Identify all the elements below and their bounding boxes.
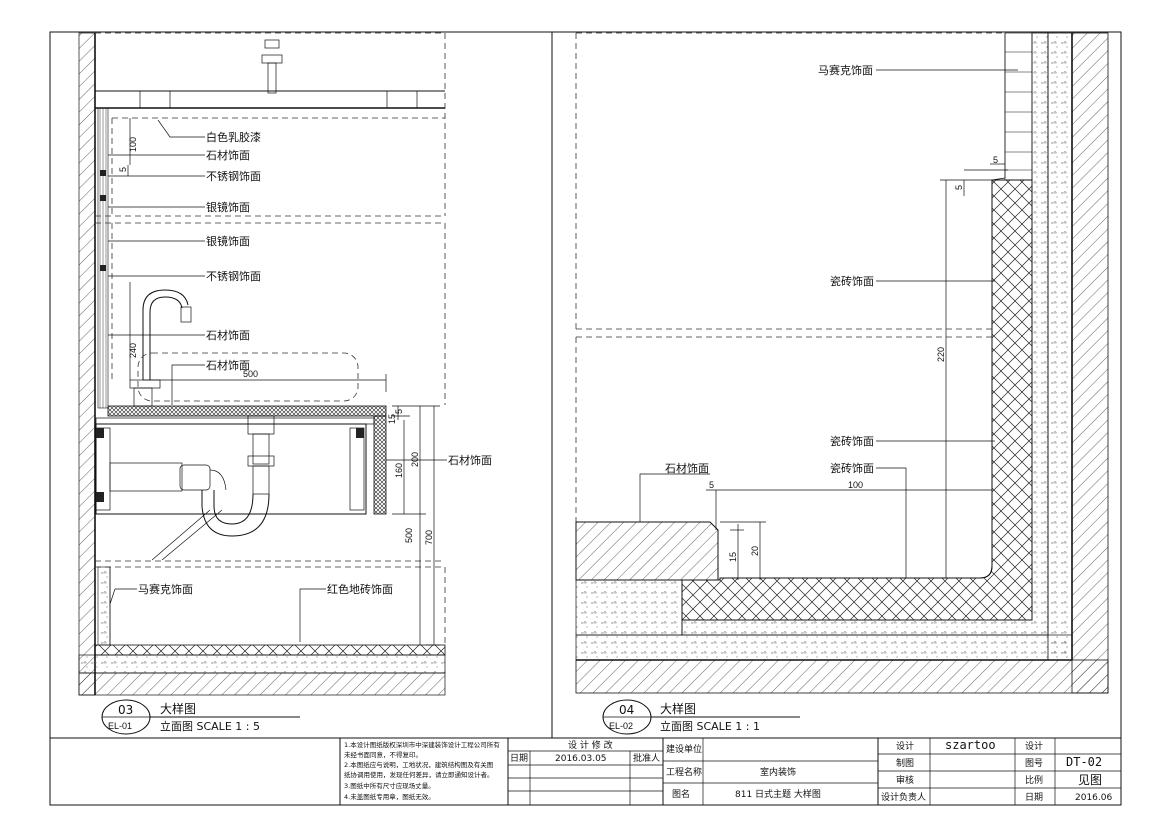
dim-200: 200 bbox=[410, 452, 420, 467]
right-detail-scale: 立面图 SCALE 1 : 1 bbox=[660, 719, 760, 733]
label-mosaic-finish-r: 马赛克饰面 bbox=[818, 63, 873, 77]
dim-160: 160 bbox=[394, 463, 404, 478]
label-silver-mirror-1: 银镜饰面 bbox=[206, 200, 250, 214]
right-leader-lines bbox=[639, 69, 1018, 580]
scale-value: 见图 bbox=[1078, 773, 1102, 787]
title-block: 1.本设计图纸版权深圳市中深建装饰设计工程公司所有 未经书面同意，不得复印。 2… bbox=[339, 738, 1121, 805]
revision-date-label: 日期 bbox=[510, 753, 528, 764]
design-value: szartoo bbox=[945, 738, 996, 752]
left-title-block: 03 EL-01 大样图 立面图 SCALE 1 : 5 bbox=[101, 699, 300, 735]
label-tile-finish-2: 瓷砖饰面 bbox=[830, 434, 874, 448]
left-detail-ref: EL-01 bbox=[108, 721, 132, 731]
design2-label: 设计 bbox=[1025, 740, 1043, 752]
drawing-name-label: 图名 bbox=[672, 788, 690, 800]
right-detail-ref: EL-02 bbox=[609, 721, 633, 731]
note-line-6: 4.未盖图纸专用章，图纸无效。 bbox=[344, 792, 435, 801]
label-stone-finish-2: 石材饰面 bbox=[206, 328, 250, 342]
design-lead-label: 设计负责人 bbox=[881, 791, 926, 803]
date2-value: 2016.06 bbox=[1075, 793, 1112, 803]
dim-r-5-bottom: 5 bbox=[709, 480, 714, 490]
label-stone-finish-4: 石材饰面 bbox=[448, 453, 492, 467]
label-silver-mirror-2: 银镜饰面 bbox=[206, 234, 250, 248]
sheet-border bbox=[49, 31, 1122, 806]
dim-700: 700 bbox=[424, 530, 434, 545]
dim-5: 5 bbox=[118, 167, 128, 172]
label-tile-finish-3: 瓷砖饰面 bbox=[830, 461, 874, 475]
scale-label: 比例 bbox=[1025, 774, 1043, 786]
right-detail-drawing bbox=[575, 32, 1109, 694]
left-detail-name: 大样图 bbox=[160, 701, 196, 716]
revision-date-value: 2016.03.05 bbox=[555, 754, 607, 764]
left-leader-lines bbox=[108, 118, 447, 646]
label-red-floor-tile: 红色地砖饰面 bbox=[327, 582, 393, 596]
revision-approver-label: 批准人 bbox=[633, 752, 660, 764]
sheet-number-value: DT-02 bbox=[1066, 755, 1102, 769]
label-stainless-finish-1: 不锈钢饰面 bbox=[206, 169, 261, 183]
drawing-name-value: 811 日式主题 大样图 bbox=[735, 788, 821, 800]
label-stone-finish-1: 石材饰面 bbox=[206, 148, 250, 162]
date2-label: 日期 bbox=[1025, 792, 1043, 803]
design-label: 设计 bbox=[896, 740, 914, 752]
dim-100: 100 bbox=[128, 137, 138, 152]
left-detail-drawing bbox=[78, 32, 446, 696]
label-stone-finish-r: 石材饰面 bbox=[665, 461, 709, 475]
dim-r-5-top: 5 bbox=[993, 155, 998, 165]
dim-r-5-side: 5 bbox=[954, 185, 964, 190]
client-label: 建设单位 bbox=[666, 743, 702, 755]
note-line-2: 未经书面同意，不得复印。 bbox=[344, 750, 422, 759]
dim-15: 15 bbox=[387, 414, 397, 424]
dim-500-h: 500 bbox=[243, 369, 258, 379]
left-detail-number: 03 bbox=[118, 703, 133, 717]
revision-header: 设 计 修 改 bbox=[568, 739, 613, 751]
right-detail-name: 大样图 bbox=[660, 701, 696, 716]
note-line-5: 3.图纸中所有尺寸应现场丈量。 bbox=[344, 781, 435, 790]
dim-r-15: 15 bbox=[728, 552, 738, 562]
dim-240: 240 bbox=[128, 343, 138, 358]
sheet-number-label: 图号 bbox=[1025, 758, 1043, 769]
label-stone-finish-3: 石材饰面 bbox=[206, 358, 250, 372]
dim-r-220: 220 bbox=[936, 347, 946, 362]
project-value: 室内装饰 bbox=[760, 766, 796, 778]
note-line-3: 2.本图纸应与说明，工地状况，建筑结构图及有关图 bbox=[344, 760, 493, 769]
note-line-4: 纸协调用使用，发现任何差异，请立即通知设计者。 bbox=[344, 770, 494, 779]
right-detail-number: 04 bbox=[619, 703, 634, 717]
dim-r-20: 20 bbox=[750, 546, 760, 556]
right-labels: 马赛克饰面 瓷砖饰面 瓷砖饰面 瓷砖饰面 石材饰面 5 5 220 100 5 … bbox=[665, 63, 998, 562]
left-labels: 白色乳胶漆 石材饰面 不锈钢饰面 银镜饰面 银镜饰面 不锈钢饰面 石材饰面 石材… bbox=[118, 130, 492, 596]
label-white-latex-paint: 白色乳胶漆 bbox=[206, 130, 261, 144]
project-label: 工程名称 bbox=[666, 766, 702, 778]
left-detail-scale: 立面图 SCALE 1 : 5 bbox=[160, 719, 260, 733]
label-stainless-finish-2: 不锈钢饰面 bbox=[206, 269, 261, 283]
label-mosaic-finish: 马赛克饰面 bbox=[138, 582, 193, 596]
draw-label: 制图 bbox=[896, 757, 914, 769]
dim-5-v: 5 bbox=[394, 409, 404, 414]
review-label: 审核 bbox=[896, 774, 914, 786]
note-line-1: 1.本设计图纸版权深圳市中深建装饰设计工程公司所有 bbox=[344, 740, 500, 749]
label-tile-finish-1: 瓷砖饰面 bbox=[830, 274, 874, 288]
dim-500-v: 500 bbox=[404, 528, 414, 543]
right-title-block: 04 EL-02 大样图 立面图 SCALE 1 : 1 bbox=[602, 699, 800, 735]
dim-r-100: 100 bbox=[848, 480, 863, 490]
